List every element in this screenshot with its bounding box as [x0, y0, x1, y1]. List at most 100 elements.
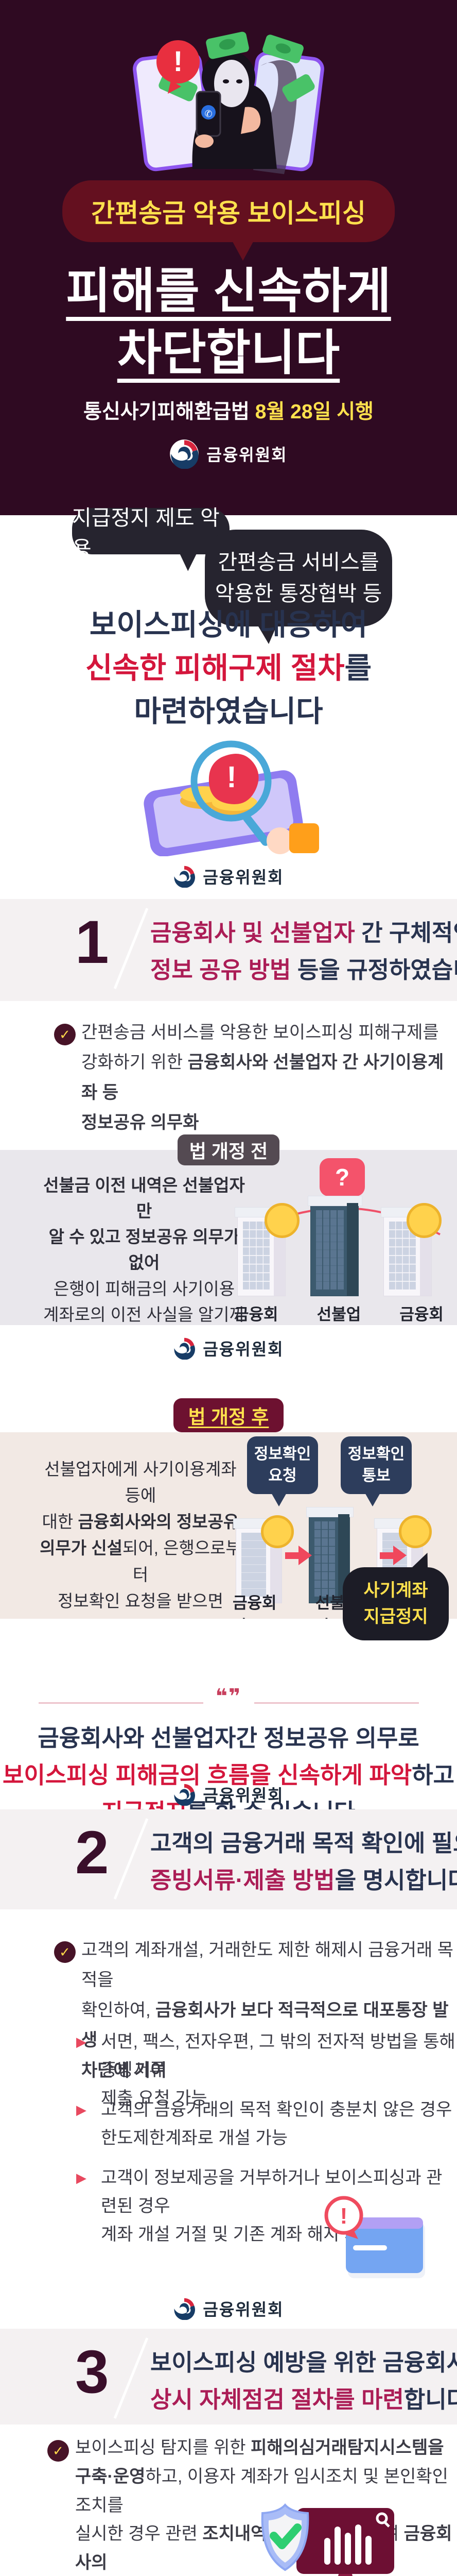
flow-arrow-icon	[285, 1546, 312, 1565]
buildings-row	[235, 1196, 442, 1296]
shield-check-icon	[261, 2503, 309, 2571]
intro-title-line2: 신속한 피해구제 절차를	[85, 651, 372, 685]
building-labels: 금융회사 선불업자 금융회사	[234, 1301, 450, 1348]
triangle-bullet-icon: ▶	[76, 2034, 86, 2049]
fsc-logo: 금융위원회	[0, 1336, 457, 1360]
hero-subtitle: 통신사기피해환급법 8월 28일 시행	[0, 396, 457, 425]
item3-number: 3	[75, 2338, 109, 2406]
fsc-logo: 금융위원회	[0, 1783, 457, 1806]
gov-taegeuk-icon	[173, 2297, 196, 2320]
hero-title-line2: 차단합니다	[117, 326, 340, 380]
warning-blob-icon: !	[208, 753, 259, 805]
equalizer-bars-icon	[324, 2524, 372, 2565]
number-slash	[113, 2337, 149, 2419]
hero-badge-tail	[231, 238, 255, 261]
bank-building-icon	[233, 1515, 294, 1603]
before-law-band: 선불금 이전 내역은 선불업자만 알 수 있고 정보공유 의무가 없어 은행이 …	[0, 1150, 457, 1427]
fsc-logo-text: 금융위원회	[203, 868, 284, 887]
gov-taegeuk-icon	[170, 439, 199, 469]
hand-icon	[267, 827, 293, 854]
divider-line	[39, 1702, 203, 1704]
item1-summary-section: ❝❞ 금융회사와 선불업자간 정보공유 의무로 보이스피싱 피해금의 흐름을 신…	[0, 1619, 457, 1825]
hero-section: ✆ ! 간편송금 악용 보이스피싱	[0, 0, 457, 515]
bubble-tail	[271, 1492, 287, 1506]
bank-building-icon	[235, 1203, 300, 1296]
intro-section: 지급정지 제도 악용 간편송금 서비스를 악용한 통장협박 등 보이스피싱에 대…	[0, 506, 457, 899]
item1-number: 1	[75, 908, 109, 976]
fsc-logo: 금융위원회	[0, 439, 457, 469]
after-law-text: 선불업자에게 사기이용계좌 등에 대한 금융회사와의 정보공유 의무가 신설되어…	[40, 1460, 241, 1663]
fsc-logo-text: 금융위원회	[203, 2300, 284, 2319]
item1-title: 금융회사 및 선불업자 간 구체적인 정보 공유 방법 등을 규정하였습니다	[150, 920, 457, 983]
hero-title: 피해를 신속하게 차단합니다	[0, 260, 457, 384]
hero-title-line1: 피해를 신속하게	[66, 264, 391, 318]
item2-header-band: 2 고객의 금융거래 목적 확인에 필요한 증빙서류·제출 방법을 명시합니다	[0, 1809, 457, 1909]
number-slash	[113, 1818, 149, 1900]
alert-bubble-icon: !	[156, 40, 200, 94]
coin-icon	[399, 1515, 432, 1548]
check-icon: ✓	[54, 1941, 76, 1963]
gov-taegeuk-icon	[173, 1783, 196, 1806]
intro-title: 보이스피싱에 대응하여 신속한 피해구제 절차를 마련하였습니다	[0, 604, 457, 733]
item3-body: ✓ 보이스피싱 탐지를 위한 피해의심거래탐지시스템을 구축·운영하고, 이용자…	[0, 2425, 457, 2576]
item2-sub2: 고객의 금융거래의 목적 확인이 충분치 않은 경우 한도제한계좌로 개설 가능	[101, 2100, 452, 2148]
item2-body: ✓ 고객의 계좌개설, 거래한도 제한 해제시 금융거래 목적을 확인하여, 금…	[0, 1909, 457, 2329]
call-icon: ✆	[204, 109, 212, 119]
magnifier-icon	[190, 740, 272, 822]
badge-before-law: 법 개정 전	[178, 1134, 279, 1165]
item2-number: 2	[75, 1819, 109, 1887]
item1-bullet-text: 간편송금 서비스를 악용한 보이스피싱 피해구제를 강화하기 위한 금융회사와 …	[81, 1023, 444, 1133]
magnifier-phone-illustration: !	[126, 740, 331, 856]
mask-icon	[214, 60, 249, 107]
bubble-tail	[364, 1492, 381, 1506]
check-icon: ✓	[47, 2440, 69, 2462]
fsc-logo-text: 금융위원회	[206, 446, 288, 464]
svg-text:!: !	[173, 45, 183, 77]
check-icon: ✓	[54, 1024, 76, 1045]
badge-after-law: 법 개정 후	[173, 1398, 284, 1432]
bubble1-text: 지급정지 제도 악용	[72, 506, 220, 561]
fsc-logo-text: 금융위원회	[203, 1340, 284, 1359]
coin-icon	[265, 1203, 300, 1238]
item2-sub3: 고객이 정보제공을 거부하거나 보이스피싱과 관련된 경우 계좌 개설 거절 및…	[101, 2168, 443, 2245]
prepaid-company-building-icon	[308, 1196, 362, 1296]
fsc-logo-text: 금융위원회	[203, 1786, 284, 1805]
alert-bubble-icon: !	[324, 2196, 363, 2239]
divider-line	[254, 1702, 419, 1704]
law-name: 통신사기피해환급법	[83, 401, 255, 423]
gov-taegeuk-icon	[173, 865, 196, 888]
shield-monitor-illustration	[247, 2502, 417, 2576]
item2-bullet-text: 고객의 계좌개설, 거래한도 제한 해제시 금융거래 목적을 확인하여, 금융회…	[81, 1940, 454, 2080]
triangle-bullet-icon: ▶	[76, 2170, 86, 2185]
speech-bubble-easy-transfer: 간편송금 서비스를 악용한 통장협박 등	[205, 530, 392, 645]
coin-icon	[407, 1203, 442, 1238]
bubble-tail	[409, 1550, 431, 1573]
item1-header-band: 1 금융회사 및 선불업자 간 구체적인 정보 공유 방법 등을 규정하였습니다	[0, 899, 457, 1001]
search-icon	[376, 2512, 390, 2528]
svg-text:!: !	[226, 760, 236, 794]
question-bubble-icon: ?	[320, 1158, 365, 1208]
fsc-logo: 금융위원회	[0, 2297, 457, 2320]
item1-body: ✓ 간편송금 서비스를 악용한 보이스피싱 피해구제를 강화하기 위한 금융회사…	[0, 1001, 457, 1150]
speech-bubble-payment-stop: 지급정지 제도 악용	[72, 506, 230, 572]
phishing-scammer-illustration: ✆ !	[131, 30, 326, 174]
item2-sub1: 서면, 팩스, 전자우편, 그 밖의 전자적 방법을 통해 증빙서류 제출 요청…	[101, 2032, 455, 2109]
item2-title: 고객의 금융거래 목적 확인에 필요한 증빙서류·제출 방법을 명시합니다	[150, 1830, 457, 1893]
effective-date: 8월 28일 시행	[255, 401, 374, 423]
bubble2-line1: 간편송금 서비스를	[218, 550, 379, 574]
quote-icon: ❝❞	[215, 1685, 242, 1708]
intro-title-line1: 보이스피싱에 대응하여	[89, 608, 368, 641]
notebook-alert-illustration: !	[323, 2196, 436, 2299]
number-slash	[113, 908, 149, 989]
bubble2-text: 간편송금 서비스를 악용한 통장협박 등	[215, 547, 382, 610]
item3-title: 보이스피싱 예방을 위한 금융회사의 상시 자체점검 절차를 마련합니다	[150, 2349, 457, 2413]
before-diagram: ? 금융회사 선불업자 금융회사	[234, 1153, 450, 1347]
bank-building-icon	[381, 1203, 442, 1296]
flow-arrow-icon	[380, 1546, 407, 1565]
bubble2-line2: 악용한 통장협박 등	[215, 582, 382, 605]
fsc-logo: 금융위원회	[0, 865, 457, 888]
